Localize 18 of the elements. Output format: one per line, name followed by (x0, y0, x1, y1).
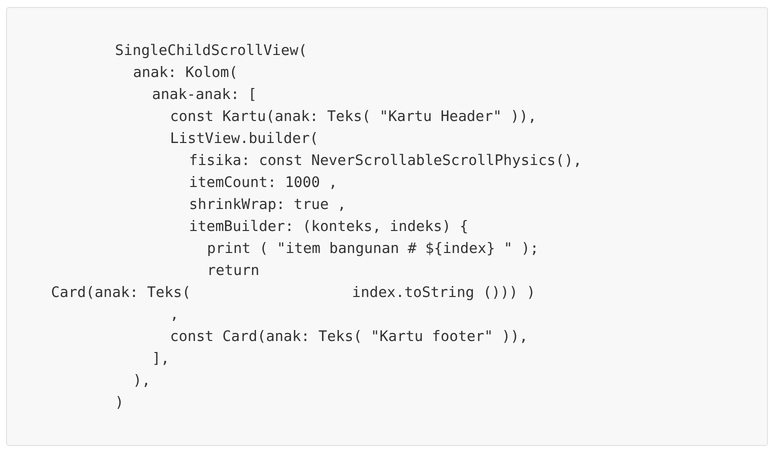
code-line: shrinkWrap: true , (189, 196, 346, 214)
code-line: itemCount: 1000 , (189, 174, 338, 192)
code-line: ) (115, 394, 124, 412)
code-line: Card(anak: Teks( (51, 284, 191, 302)
code-line: , (170, 306, 179, 324)
code-line: fisika: const NeverScrollableScrollPhysics(), (189, 152, 582, 170)
code-line: anak: Kolom( (133, 64, 238, 82)
code-line: const Kartu(anak: Teks( "Kartu Header" )), (170, 108, 537, 126)
code-line: SingleChildScrollView( (115, 42, 308, 60)
code-line: ), (133, 372, 150, 390)
code-line: itemBuilder: (konteks, indeks) { (189, 218, 468, 236)
code-line: anak-anak: [ (152, 86, 257, 104)
code-line: index.toString ())) ) (352, 284, 536, 302)
code-line: print ( "item bangunan # ${index} " ); (207, 240, 539, 258)
code-line: ], (152, 350, 170, 368)
code-line: return (207, 262, 260, 280)
code-line: ListView.builder( (170, 130, 318, 148)
code-line: const Card(anak: Teks( "Kartu footer" )), (170, 328, 528, 346)
